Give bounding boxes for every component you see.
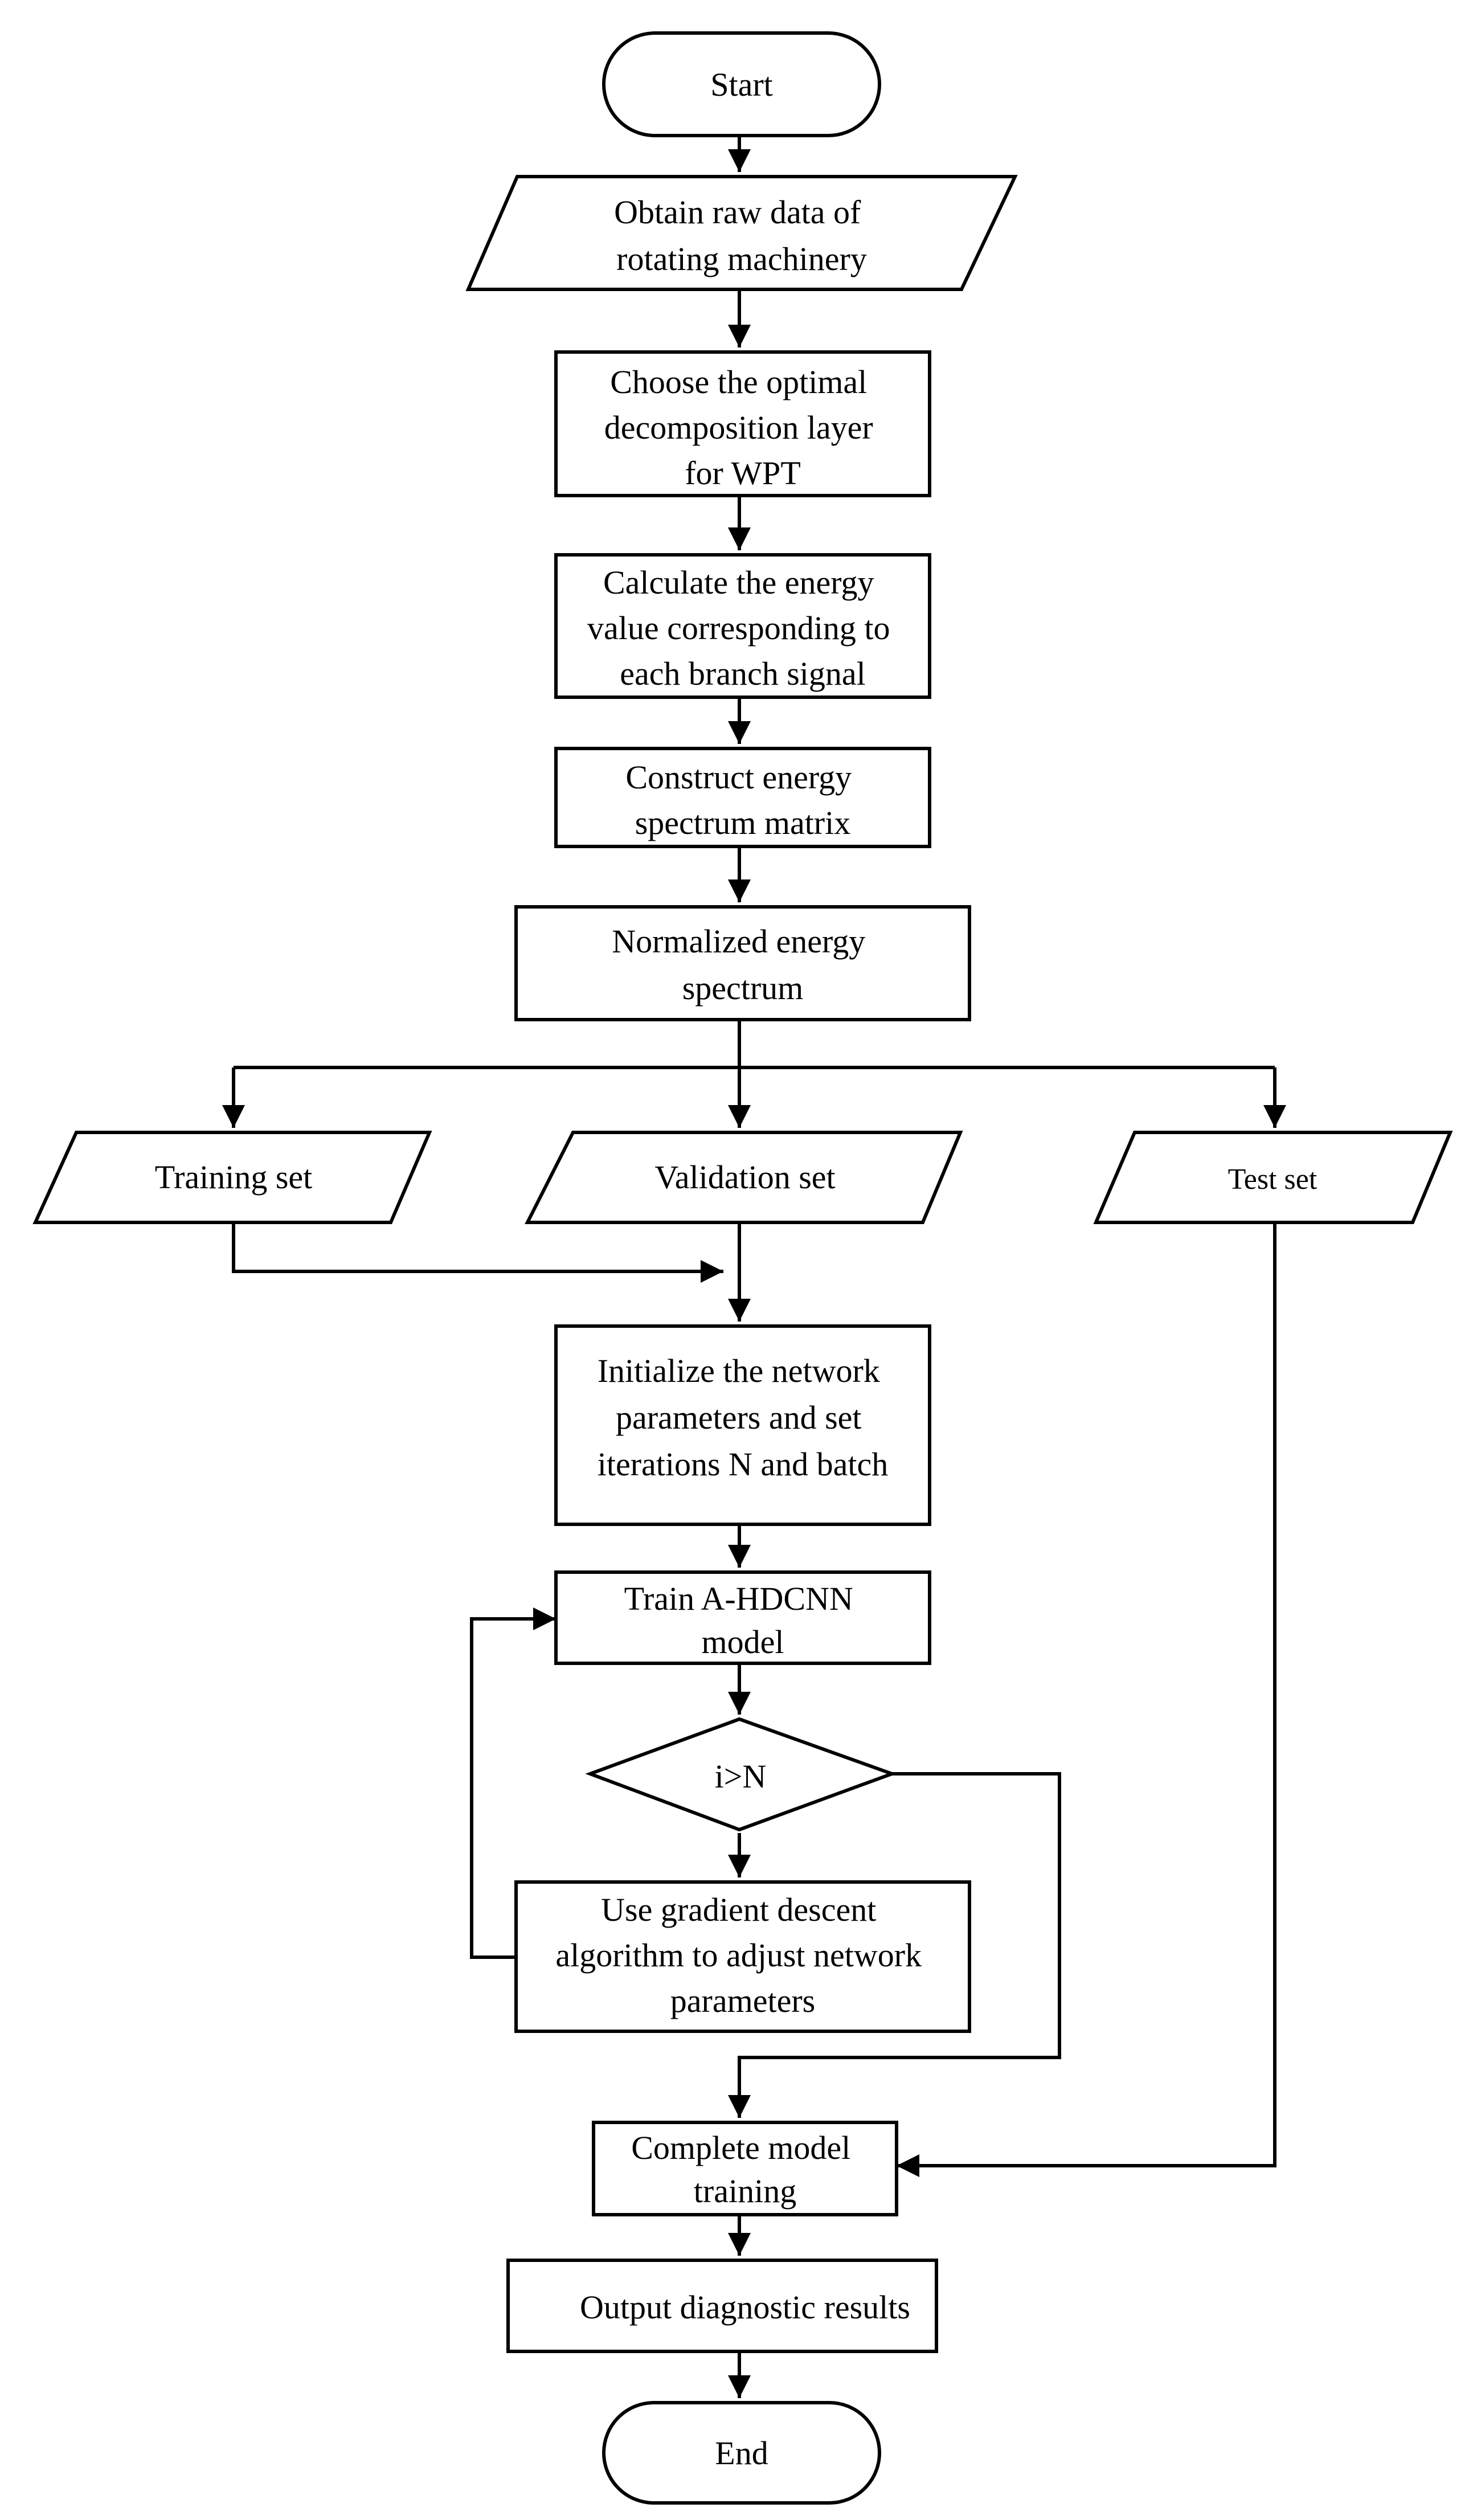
node-test-label: Test set	[1228, 1163, 1317, 1196]
node-training: Training set	[32, 1131, 432, 1224]
node-end: End	[602, 2401, 881, 2505]
node-end-label: End	[715, 2435, 768, 2472]
node-obtain: Obtain raw data of rotating machinery	[465, 175, 1018, 291]
node-decision: i>N	[585, 1717, 897, 1832]
node-test: Test set	[1093, 1131, 1453, 1224]
edge-decision-yes	[728, 1772, 1061, 2118]
node-validation-label: Validation set	[654, 1159, 835, 1196]
node-normalized: Normalized energy spectrum	[514, 905, 971, 1021]
node-complete: Complete model training	[592, 2121, 898, 2216]
node-calculate: Calculate the energy value corresponding…	[554, 553, 931, 699]
node-normalized-label: Normalized energy spectrum	[612, 923, 874, 1007]
node-decision-label: i>N	[715, 1758, 767, 1795]
node-validation: Validation set	[525, 1131, 963, 1224]
node-initialize-label: Initialize the network parameters and se…	[598, 1352, 889, 1483]
node-construct: Construct energy spectrum matrix	[554, 747, 931, 848]
node-gradient: Use gradient descent algorithm to adjust…	[514, 1880, 971, 2033]
connectors	[222, 136, 1286, 2398]
node-train-label: Train A-HDCNN model	[624, 1580, 862, 1660]
edge-training-merge	[232, 1222, 723, 1283]
node-training-label: Training set	[155, 1159, 313, 1196]
node-complete-label: Complete model training	[631, 2129, 859, 2210]
node-output: Output diagnostic results	[506, 2259, 938, 2353]
node-initialize: Initialize the network parameters and se…	[554, 1324, 931, 1526]
node-choose-label: Choose the optimal decomposition layer f…	[604, 363, 881, 492]
node-construct-label: Construct energy spectrum matrix	[625, 759, 860, 841]
node-obtain-label: Obtain raw data of rotating machinery	[614, 194, 869, 277]
edge-test-complete	[897, 1222, 1276, 2177]
node-train: Train A-HDCNN model	[554, 1570, 931, 1665]
node-choose: Choose the optimal decomposition layer f…	[554, 350, 931, 497]
node-gradient-label: Use gradient descent algorithm to adjust…	[555, 1891, 930, 2019]
node-start: Start	[602, 31, 881, 137]
node-output-label: Output diagnostic results	[580, 2289, 910, 2326]
node-start-label: Start	[710, 66, 773, 103]
node-calculate-label: Calculate the energy value corresponding…	[587, 564, 898, 692]
edge-gradient-loop-back	[470, 1607, 556, 1959]
